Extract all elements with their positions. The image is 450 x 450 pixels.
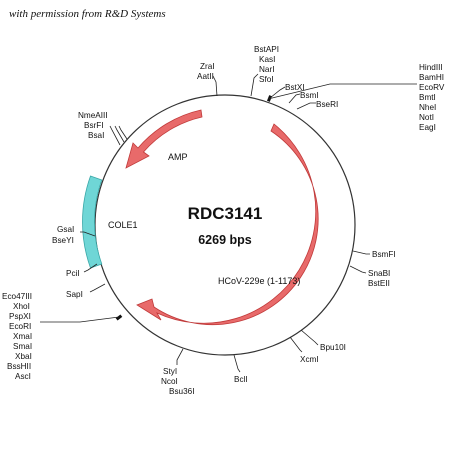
site-label-ecori: EcoRI: [9, 322, 31, 331]
mcs-bottom-site-tick: [40, 316, 120, 323]
site-label-xbai: XbaI: [15, 352, 32, 361]
site-label-xcmi: XcmI: [300, 355, 319, 364]
site-label-bsmi: BsmI: [300, 91, 319, 100]
site-label-bcli: BclI: [234, 375, 248, 384]
mcs-bottom-site-mark: [115, 314, 123, 321]
bsmfi-site-tick: [352, 250, 370, 255]
site-label-sapi: SapI: [66, 290, 83, 299]
site-label-gsai: GsaI: [57, 225, 74, 234]
site-label-bsmfi: BsmFI: [372, 250, 396, 259]
site-label-eagi: EagI: [419, 123, 436, 132]
site-label-snabi: SnaBI: [368, 269, 390, 278]
site-label-bsrfi: BsrFI: [84, 121, 104, 130]
bseyi-site-tick: [80, 231, 96, 237]
site-label-styi: StyI: [163, 367, 177, 376]
bsai-site-tick: [118, 125, 128, 140]
site-label-bsu36i: Bsu36I: [169, 387, 195, 396]
insert-label: HCoV-229e (1-1173): [218, 276, 300, 286]
site-label-asci: AscI: [15, 372, 31, 381]
plasmid-name: RDC3141: [188, 204, 263, 223]
site-label-pspxi: PspXI: [9, 312, 31, 321]
bottom-left-site-tick: [176, 348, 184, 365]
site-label-aatii: AatII: [197, 72, 214, 81]
bsrfi-site-tick: [114, 125, 125, 143]
site-label-sfoi: SfoI: [259, 75, 274, 84]
bpu10i-site-tick: [300, 329, 319, 346]
site-label-nhei: NheI: [419, 103, 436, 112]
site-label-bseyi: BseYI: [52, 236, 74, 245]
nmeaiii-site-tick: [109, 125, 121, 146]
site-label-ncoi: NcoI: [161, 377, 178, 386]
site-label-eco47iii: Eco47III: [2, 292, 32, 301]
site-label-xmai: XmaI: [13, 332, 32, 341]
site-label-hindiii: HindIII: [419, 63, 443, 72]
site-label-bamhi: BamHI: [419, 73, 444, 82]
cole1-feature: [82, 175, 103, 269]
site-label-bsteii: BstEII: [368, 279, 390, 288]
site-label-bmti: BmtI: [419, 93, 436, 102]
zrai-aatii-site-tick: [212, 75, 218, 97]
insert-arrow: [136, 123, 319, 326]
site-label-bseri: BseRI: [316, 100, 338, 109]
plasmid-backbone: [94, 94, 356, 356]
site-label-noti: NotI: [419, 113, 434, 122]
bsmi-site-tick: [288, 93, 301, 104]
site-label-kasi: KasI: [259, 55, 275, 64]
site-label-ecorv: EcoRV: [419, 83, 445, 92]
site-label-smai: SmaI: [13, 342, 32, 351]
site-label-bstxi: BstXI: [285, 83, 305, 92]
pcii-site-tick: [83, 263, 98, 273]
site-label-nari: NarI: [259, 65, 274, 74]
site-label-bstapi: BstAPI: [254, 45, 279, 54]
cole1-label: COLE1: [108, 220, 138, 230]
site-label-pcii: PciI: [66, 269, 80, 278]
plasmid-size: 6269 bps: [198, 233, 252, 247]
permission-credit: with permission from R&D Systems: [9, 8, 166, 20]
mcs-top-site-tick: [267, 83, 417, 100]
site-label-bsai: BsaI: [88, 131, 104, 140]
site-label-zrai: ZraI: [200, 62, 215, 71]
site-label-bpu10i: Bpu10I: [320, 343, 346, 352]
top-center-site-tick: [250, 73, 259, 97]
amp-arrow: [125, 109, 203, 169]
snabi-bsteii-site-tick: [349, 265, 367, 274]
site-label-nmeaiii: NmeAIII: [78, 111, 108, 120]
amp-label: AMP: [168, 152, 188, 162]
bcli-site-tick: [233, 354, 241, 373]
bstxi-site-tick: [269, 86, 286, 99]
bseri-site-tick: [296, 102, 316, 110]
xcmi-site-tick: [289, 336, 303, 353]
site-label-xhoi: XhoI: [13, 302, 30, 311]
sapi-site-tick: [89, 283, 106, 293]
site-label-bsshii: BssHII: [7, 362, 31, 371]
